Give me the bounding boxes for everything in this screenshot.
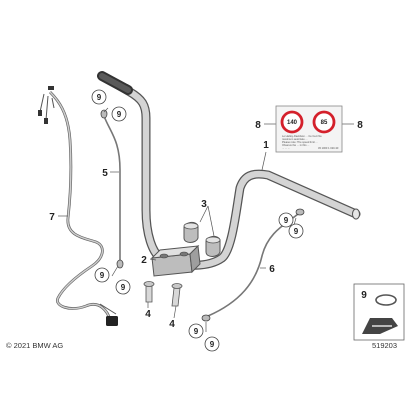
handlebar-clamp [150, 244, 201, 277]
circle-nine-bottom-left-a: 9 [94, 267, 110, 283]
connector-small [38, 110, 42, 116]
circle-nine-top-left: 9 [91, 89, 107, 105]
svg-text:9: 9 [284, 216, 289, 225]
clamp-ring-icon [375, 294, 397, 306]
reference-number: 519203 [372, 341, 397, 350]
sticker-fine-print-2: maximum autorisée ... [282, 137, 308, 141]
inset-box: 9 [353, 283, 405, 341]
callout-clamp: 2 [141, 255, 147, 266]
copyright: © 2021 BMW AG [6, 341, 63, 350]
wiring-harness [38, 86, 118, 326]
callout-wiring-harness: 7 [49, 212, 55, 223]
callout-clutch-line: 6 [269, 264, 275, 275]
circle-nine-mid-lower: 9 [288, 223, 304, 239]
svg-text:9: 9 [210, 340, 215, 349]
speed-limit-sticker: 140 85 Le Harley-Davidson ... Ce Ceci Ne… [275, 105, 343, 153]
inset-callout: 9 [361, 290, 367, 301]
speed-sign-85 [312, 110, 336, 134]
speed-value-140: 140 [287, 120, 298, 126]
svg-text:9: 9 [97, 93, 102, 102]
circle-nine-bottom-b: 9 [204, 336, 220, 352]
circle-nine-mid-upper: 9 [278, 212, 294, 228]
callout-grommets: 3 [201, 199, 207, 210]
svg-text:9: 9 [100, 271, 105, 280]
svg-text:9: 9 [294, 227, 299, 236]
sticker-fine-print-4: Observe the ... in this ... [282, 143, 310, 147]
sticker-fine-print-3: Please note: The speed limit ... [282, 140, 318, 144]
callout-bolt-right: 4 [169, 319, 175, 330]
sticker-fine-print-6: 45 1000 1 020-30 [318, 146, 339, 150]
bolt-right [171, 283, 183, 307]
grommets [183, 221, 221, 257]
circle-nine-bottom-left-b: 9 [115, 279, 131, 295]
callout-sticker-right: 8 [357, 120, 363, 131]
speed-sign-140 [280, 110, 304, 134]
callout-sticker-left: 8 [255, 120, 261, 131]
svg-text:9: 9 [194, 327, 199, 336]
circle-nine-top-right: 9 [111, 106, 127, 122]
svg-text:9: 9 [117, 110, 122, 119]
callout-handlebar: 1 [263, 140, 269, 151]
circle-nine-bottom-a: 9 [188, 323, 204, 339]
leader-lines [58, 107, 354, 332]
svg-text:9: 9 [121, 283, 126, 292]
connector-large [106, 316, 118, 326]
callout-brake-line: 5 [102, 168, 108, 179]
speed-value-85: 85 [321, 120, 328, 126]
callout-bolt-left: 4 [145, 309, 151, 320]
bolt-left [143, 281, 155, 303]
brake-line [100, 109, 124, 269]
sticker-fine-print-1: Le Harley-Davidson ... Ce Ceci Ne [282, 134, 322, 138]
sticker-fine-print-5: ... ... ... [282, 147, 290, 150]
handlebar [97, 71, 361, 270]
